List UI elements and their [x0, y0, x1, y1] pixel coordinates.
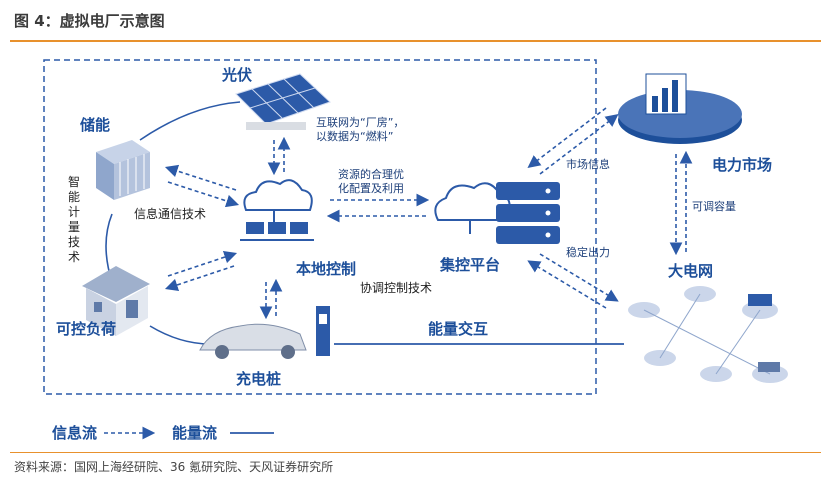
flow-grid-central — [527, 260, 607, 309]
flow-load-local — [167, 250, 238, 277]
big-grid-icon — [628, 286, 788, 383]
node-central-platform: 集控平台 — [439, 256, 500, 274]
label-energy-exchange: 能量交互 — [428, 320, 488, 338]
vpp-diagram: 光伏 储能 智 能 计 量 技 术 可控负荷 本地控制 — [43, 59, 788, 442]
smart-metering-char-5: 技 — [68, 235, 80, 249]
flow-local-load — [164, 265, 235, 292]
storage-icon — [96, 140, 150, 200]
label-internet-line1: 互联网为“厂房”， — [316, 116, 404, 129]
node-local-control: 本地控制 — [296, 260, 356, 278]
flow-market-central — [527, 107, 607, 168]
node-storage: 储能 — [80, 116, 110, 134]
legend-info-flow: 信息流 — [52, 424, 97, 442]
label-internet-line2: 以数据为“燃料” — [316, 129, 393, 143]
arc-load-ev — [149, 325, 211, 345]
smart-metering-char-4: 量 — [68, 220, 80, 234]
flow-local-storage — [164, 164, 237, 191]
node-charging-pile: 充电桩 — [236, 370, 281, 388]
figure-title: 图 4：虚拟电厂示意图 — [14, 12, 165, 30]
label-resource-line2: 化配置及利用 — [338, 181, 404, 195]
house-icon — [82, 266, 150, 336]
node-solar: 光伏 — [221, 66, 252, 84]
node-big-grid: 大电网 — [668, 262, 713, 280]
car-icon — [199, 323, 307, 359]
label-info-comm-tech: 信息通信技术 — [134, 206, 206, 221]
cloud-icon-local — [243, 179, 313, 222]
label-adjustable-capacity: 可调容量 — [692, 199, 736, 213]
node-power-market: 电力市场 — [712, 156, 772, 174]
arc-storage-solar — [139, 101, 241, 141]
label-market-info: 市场信息 — [566, 157, 610, 171]
flow-storage-local — [167, 181, 240, 208]
legend-energy-flow: 能量流 — [172, 424, 217, 442]
label-coordinated-control: 协调控制技术 — [360, 280, 432, 295]
bottom-rule — [10, 452, 821, 453]
server-icon-local — [240, 222, 314, 241]
server-rack-icon — [496, 182, 560, 244]
flow-central-grid — [539, 253, 619, 302]
charging-pile-icon — [316, 306, 330, 356]
label-stable-output: 稳定出力 — [566, 245, 610, 259]
vpp-boundary — [43, 59, 597, 395]
flow-central-market — [539, 114, 619, 175]
smart-metering-char-6: 术 — [68, 250, 80, 264]
smart-metering-char-2: 能 — [68, 190, 80, 204]
solar-panel-icon — [235, 73, 331, 130]
source-note: 资料来源：国网上海经研院、36 氪研究院、天风证券研究所 — [14, 460, 334, 474]
smart-metering-char-1: 智 — [68, 174, 80, 189]
top-rule — [10, 40, 821, 42]
legend: 信息流 能量流 — [52, 424, 274, 442]
label-resource-line1: 资源的合理优 — [338, 167, 404, 181]
smart-metering-char-3: 计 — [68, 205, 80, 219]
node-controllable-load: 可控负荷 — [56, 320, 116, 338]
power-market-icon — [618, 73, 742, 144]
